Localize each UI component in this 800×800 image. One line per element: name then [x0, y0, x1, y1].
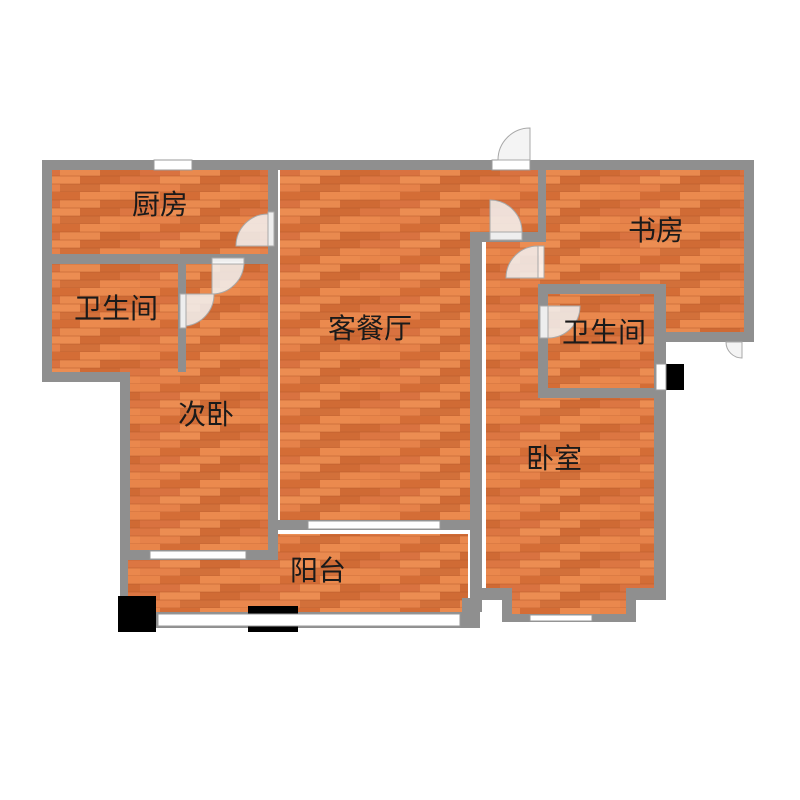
window-kitchen	[153, 159, 193, 171]
wall-master-right	[654, 284, 666, 600]
label-balcony: 阳台	[290, 554, 346, 587]
floors	[52, 170, 745, 614]
wall-bay-left	[502, 588, 512, 622]
master-bedroom-floor	[486, 242, 656, 588]
label-kitchen: 厨房	[132, 188, 188, 221]
door-entry	[497, 127, 531, 161]
wall-left-outer	[42, 160, 52, 380]
wall-bathroom-left-bottom	[42, 372, 130, 382]
wall-bathroom-right-left	[538, 284, 548, 398]
label-master-bedroom: 卧室	[526, 442, 582, 475]
door-bathroom-left	[185, 293, 215, 327]
door-corridor-leaf	[489, 231, 523, 241]
window-entry	[491, 159, 531, 171]
window-living	[307, 520, 441, 530]
door-second-bedroom-leaf	[211, 257, 245, 265]
kitchen-floor	[52, 170, 270, 256]
wall-bay-right	[626, 588, 636, 622]
label-bathroom-right: 卫生间	[562, 316, 646, 349]
label-bathroom-left: 卫生间	[74, 292, 158, 325]
wall-bathroom-right-top	[538, 284, 664, 294]
window-balcony	[157, 613, 461, 627]
living-dining-floor	[280, 170, 472, 522]
wall-balcony-left	[120, 556, 128, 600]
wall-right-outer	[744, 160, 754, 340]
wall-kitchen-right	[268, 170, 278, 554]
wall-living-right	[470, 232, 482, 612]
balcony-floor	[128, 534, 468, 612]
windows	[149, 159, 667, 627]
wall-master-bottom-right	[628, 588, 666, 600]
window-right-side	[655, 363, 667, 391]
window-second-bedroom	[149, 550, 247, 560]
door-kitchen	[235, 213, 269, 247]
column-balcony-left	[118, 596, 156, 632]
wall-bathroom-right-bottom	[538, 388, 664, 398]
wall-balcony-right-stub	[462, 598, 480, 628]
label-second-bedroom: 次卧	[178, 398, 234, 431]
door-bathroom-right	[547, 305, 581, 339]
wall-study-bottom	[656, 332, 754, 342]
master-bedroom-bay-floor	[512, 586, 628, 614]
door-study-exterior	[725, 341, 743, 359]
wall-study-left	[538, 160, 546, 242]
door-bathroom-left-leaf	[179, 293, 187, 329]
label-study: 书房	[628, 214, 684, 247]
door-bathroom-right-leaf	[539, 305, 549, 339]
wall-top-study	[538, 160, 754, 170]
wall-second-bedroom-left	[120, 372, 130, 554]
door-master-bedroom	[505, 245, 539, 279]
wall-top-main	[42, 160, 538, 170]
wall-kitchen-bottom	[42, 254, 274, 264]
doors	[179, 127, 743, 359]
room-labels: 厨房 卫生间 客餐厅 书房 卫生间 次卧 卧室 阳台	[74, 188, 684, 587]
label-living-dining: 客餐厅	[328, 312, 412, 345]
window-bay	[529, 614, 593, 622]
door-master-bedroom-leaf	[537, 245, 545, 279]
column-right	[666, 364, 684, 390]
door-kitchen-leaf	[267, 211, 275, 247]
